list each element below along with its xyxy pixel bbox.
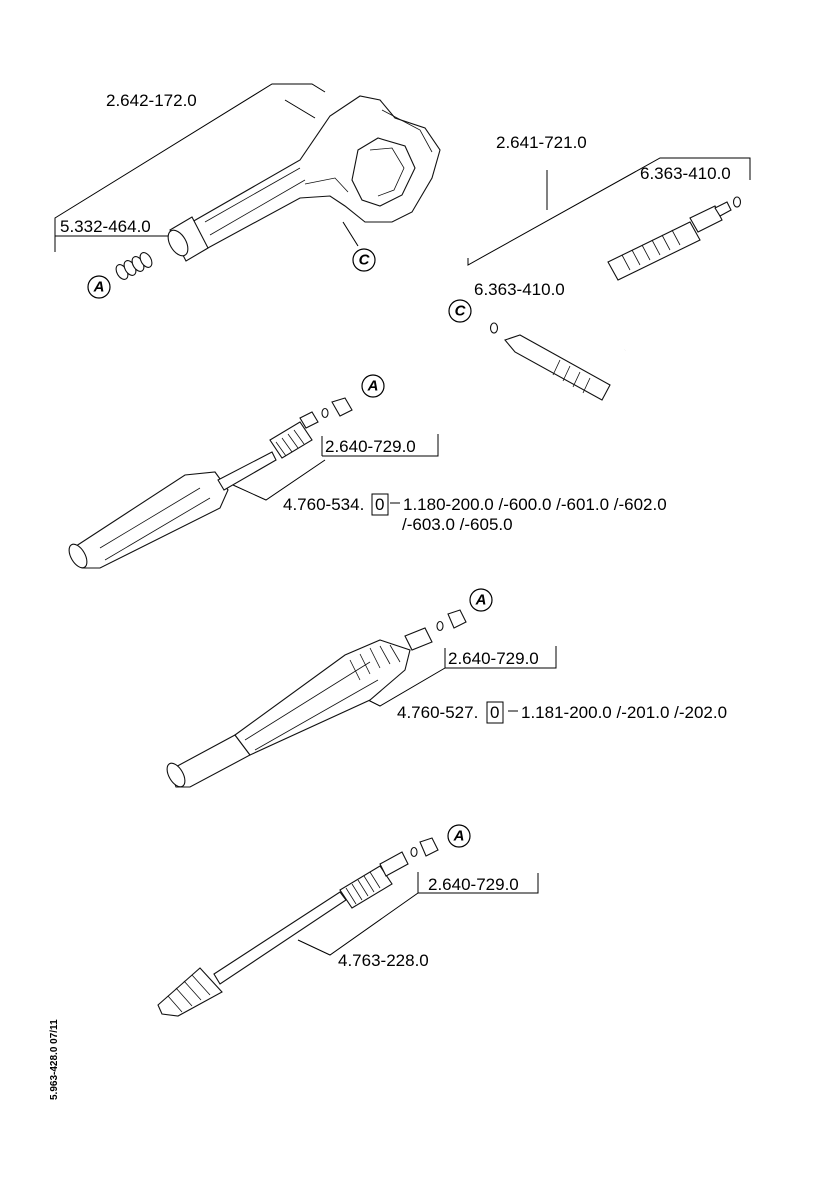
lance2-models-line1: 1.181-200.0 /-201.0 /-202.0 <box>521 703 727 722</box>
hose-part-number: 2.641-721.0 <box>496 133 587 152</box>
lance2-group: 2.640-729.0 4.760-527. 0 1.181-200.0 /-2… <box>166 588 727 788</box>
lance1-nozzle-part-number: 2.640-729.0 <box>325 437 416 456</box>
ref-marker-a: A <box>469 588 493 612</box>
svg-text:A: A <box>475 592 487 609</box>
trigger-gun-group: 2.642-172.0 5.332-464.0 A C <box>54 83 441 299</box>
hose-group: 2.641-721.0 6.363-410.0 6.363-410.0 C <box>448 133 751 401</box>
svg-text:A: A <box>367 378 379 395</box>
svg-text:C: C <box>359 252 371 269</box>
lance3-nozzle-drawing <box>419 837 439 857</box>
oring-bottom-part-number: 6.363-410.0 <box>474 280 565 299</box>
lance1-variant-box <box>371 493 389 516</box>
ref-marker-a: A <box>447 824 471 848</box>
oring-top-drawing <box>732 196 742 208</box>
ref-marker-c: C <box>448 299 472 323</box>
oring-bottom-drawing <box>489 322 499 334</box>
lance1-models-line2: /-603.0 /-605.0 <box>402 515 513 534</box>
lance1-leader <box>232 459 326 501</box>
lance3-nozzle-part-number: 2.640-729.0 <box>428 875 519 894</box>
gun-leader-tick <box>284 99 316 119</box>
ref-marker-c: C <box>352 248 376 272</box>
nozzle3-leader <box>418 873 539 894</box>
insert-part-number: 5.332-464.0 <box>60 217 151 236</box>
lance1-part-number: 4.760-534. <box>283 495 364 514</box>
gun-part-number: 2.642-172.0 <box>106 91 197 110</box>
lance2-nozzle-part-number: 2.640-729.0 <box>448 649 539 668</box>
lance1-variant-suffix: 0 <box>375 495 384 514</box>
trigger-gun-drawing <box>167 95 441 262</box>
lance2-oring-drawing <box>436 620 444 632</box>
oring-top-part-number: 6.363-410.0 <box>640 164 731 183</box>
hose-leader <box>467 157 751 266</box>
lance2-variant-box <box>486 701 504 724</box>
lance3-leader <box>297 892 419 956</box>
ref-marker-a: A <box>361 374 385 398</box>
lance2-part-number: 4.760-527. <box>397 703 478 722</box>
gun-c-leader <box>342 221 359 247</box>
insert-leader <box>54 228 170 237</box>
nozzle2-leader <box>445 646 557 669</box>
lance2-variant-suffix: 0 <box>490 703 499 722</box>
document-code: 5.963-428.0 07/11 <box>49 1019 60 1100</box>
svg-text:A: A <box>453 828 465 845</box>
hose-drawing <box>504 201 732 401</box>
lance1-models-line1: 1.180-200.0 /-600.0 /-601.0 /-602.0 <box>403 495 667 514</box>
lance2-leader <box>367 667 446 707</box>
lance1-drawing <box>68 411 319 569</box>
lance1-nozzle-drawing <box>331 397 353 417</box>
lance3-drawing <box>157 851 409 1017</box>
lance3-group: 2.640-729.0 4.763-228.0 A <box>157 824 539 1017</box>
svg-text:A: A <box>93 279 105 296</box>
lance3-oring-drawing <box>410 846 418 858</box>
ref-marker-a: A <box>87 275 111 299</box>
svg-text:C: C <box>455 303 467 320</box>
lance3-part-number: 4.763-228.0 <box>338 951 429 970</box>
lance1-oring-drawing <box>321 407 329 419</box>
insert-spring-drawing <box>115 252 153 280</box>
lance2-nozzle-drawing <box>447 609 467 629</box>
lance1-group: 2.640-729.0 4.760-534. 0 1.180-200.0 /-6… <box>68 374 667 569</box>
lance2-drawing <box>166 627 433 788</box>
nozzle1-leader <box>322 434 439 457</box>
